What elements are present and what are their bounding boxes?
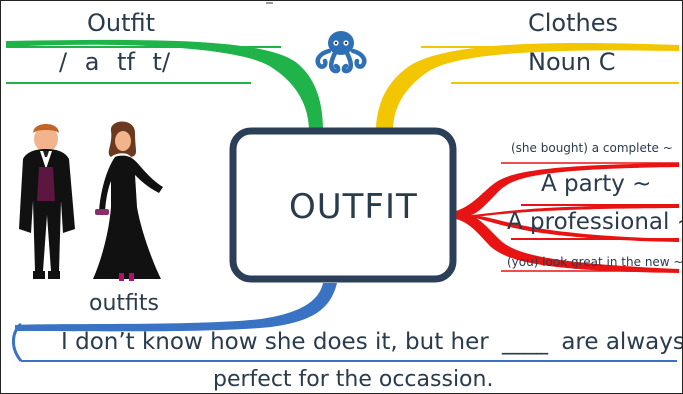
top-left-phonetic: / a tf t/ <box>59 48 171 76</box>
sentence-part-end: are always <box>561 329 683 355</box>
octopus-icon <box>315 31 367 74</box>
sentence-blank: ____ <box>502 329 549 355</box>
woman-figure <box>93 121 163 281</box>
blue-branch <box>12 283 677 362</box>
red-branch <box>456 162 679 273</box>
center-node-box <box>229 127 457 283</box>
right-item-3: A professional ~ <box>507 209 683 235</box>
couple-formal-wear-icon <box>19 121 163 281</box>
man-figure <box>19 124 75 279</box>
top-left-label: Outfit <box>87 9 156 37</box>
top-right-label: Clothes <box>528 9 618 37</box>
bottom-label: outfits <box>89 291 159 316</box>
right-item-2: A party ~ <box>541 171 652 197</box>
bottom-sentence-line1: I don’t know how she does it, but her __… <box>61 329 683 355</box>
sentence-part-start: I don’t know how she does it, but her <box>61 329 489 355</box>
green-branch <box>6 39 323 131</box>
yellow-branch <box>376 43 679 131</box>
bottom-sentence-line2: perfect for the occassion. <box>213 367 494 392</box>
top-right-sub: Noun C <box>528 48 616 76</box>
right-item-1: (she bought) a complete ~ <box>511 141 673 155</box>
center-node-label: OUTFIT <box>289 187 418 227</box>
right-item-4: (you) look great in the new ~ <box>507 255 683 269</box>
